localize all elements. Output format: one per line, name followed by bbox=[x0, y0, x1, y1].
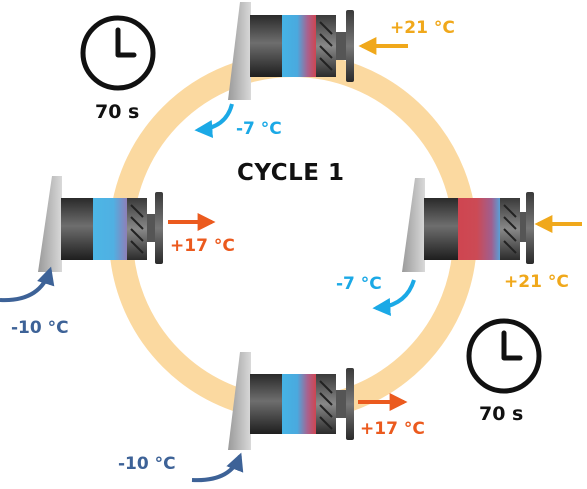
wall-segment-right bbox=[402, 178, 425, 272]
temp-bottom-out: +17 °C bbox=[360, 419, 425, 439]
ventilation-unit-top bbox=[228, 2, 354, 100]
ventilation-unit-bottom bbox=[228, 352, 354, 450]
timer-label-top-left: 70 s bbox=[95, 101, 140, 123]
cycle-title: CYCLE 1 bbox=[237, 160, 345, 186]
temp-right-in: +21 °C bbox=[504, 272, 569, 292]
temp-bottom-in: -10 °C bbox=[118, 454, 176, 474]
ventilation-unit-right bbox=[402, 178, 534, 272]
clock-icon-bottom-right bbox=[466, 318, 542, 394]
temp-top-in: +21 °C bbox=[390, 18, 455, 38]
arrow-cold-out-right bbox=[372, 279, 416, 317]
timer-label-bottom-right: 70 s bbox=[479, 403, 524, 425]
arrow-cold-in-left bbox=[0, 266, 55, 303]
arrow-cold-out-top bbox=[194, 103, 234, 138]
wall-segment-bottom bbox=[228, 352, 251, 450]
clock-icon-top-left bbox=[80, 15, 156, 91]
wall-segment-left bbox=[38, 176, 62, 272]
temp-left-out: +17 °C bbox=[170, 236, 235, 256]
temp-top-out: -7 °C bbox=[236, 119, 282, 139]
wall-segment-top bbox=[228, 2, 251, 100]
arrow-cold-in-bottom bbox=[191, 452, 244, 483]
temp-left-in: -10 °C bbox=[11, 318, 69, 338]
temp-right-out: -7 °C bbox=[336, 274, 382, 294]
ventilation-unit-left bbox=[38, 176, 163, 272]
